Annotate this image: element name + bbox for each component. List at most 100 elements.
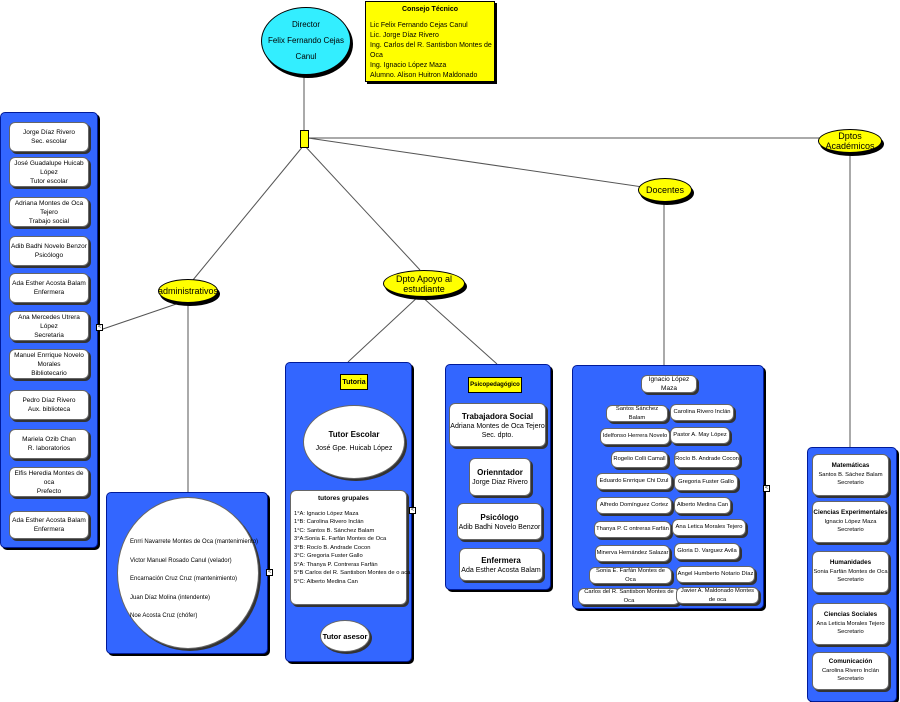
docentes-head-name: Ignacio López Maza bbox=[648, 376, 690, 392]
psico-card-title: Psicólogo bbox=[480, 512, 519, 522]
consejo-tecnico-box[interactable]: Consejo Técnico Lic Felix Fernando Cejas… bbox=[365, 1, 495, 82]
docente-name: Carlos del R. Santisbon Montes de Oca bbox=[584, 588, 674, 604]
docente-card[interactable]: Carlos del R. Santisbon Montes de Oca bbox=[578, 588, 680, 605]
tutores-grupales-card[interactable]: tutores grupales 1°A: Ignacio López Maza… bbox=[290, 490, 410, 605]
tutor-asesor-label: Tutor asesor bbox=[322, 631, 368, 641]
docente-card[interactable]: Alberto Medina Can bbox=[674, 497, 731, 514]
consejo-member: Lic. Jorge Díaz Rivero bbox=[370, 32, 439, 39]
tutor-grupal-item: 1°C: Santos B. Sánchez Balam bbox=[294, 527, 375, 534]
tutor-grupal-item: 3°A:Sonia E. Farfán Montes de Oca bbox=[294, 536, 387, 542]
academico-role: Secretario bbox=[837, 527, 864, 534]
docente-name: Carolina Rivero Inclán bbox=[673, 409, 731, 415]
node-dptos-academicos[interactable]: Dptos Académicos bbox=[818, 129, 882, 153]
academico-name: Ana Leticia Morales Tejero bbox=[816, 620, 885, 627]
psico-card-line: Adib Badhi Novelo Benzor bbox=[458, 523, 541, 531]
tutor-grupal-item: 5°A: Thanya P. Contreras Farfán bbox=[294, 561, 378, 568]
admin-card-name: Manuel Enrrique Novelo Morales bbox=[14, 351, 84, 368]
docente-name: Eduardo Enrrique Chi Dzul bbox=[599, 478, 669, 484]
docente-card[interactable]: Gloria D. Varguez Avila bbox=[674, 543, 740, 560]
docente-card[interactable]: Javier A. Maldonado Montes de oca bbox=[676, 587, 759, 604]
junction-marker bbox=[300, 130, 309, 148]
academico-name: Santos B. Sáchez Balam bbox=[818, 471, 883, 478]
consejo-member: Ing. Ignacio López Maza bbox=[370, 62, 447, 69]
director-title: Director bbox=[291, 20, 320, 29]
consejo-member: Ing. Carlos del R. Santisbon Montes de O… bbox=[370, 42, 492, 59]
tutor-escolar-name: José Gpe. Huicab López bbox=[315, 445, 393, 452]
docente-card[interactable]: Alfredo Domínguez Cortez bbox=[596, 497, 672, 514]
tutor-grupal-item: 3°B: Rocío B. Andrade Cocon bbox=[294, 544, 371, 551]
academico-title: Ciencias Sociales bbox=[823, 611, 878, 619]
tutor-asesor-card[interactable]: Tutor asesor bbox=[320, 620, 370, 652]
tutor-escolar-card[interactable]: Tutor Escolar José Gpe. Huicab López bbox=[303, 405, 405, 479]
tutoria-label: Tutoria bbox=[340, 374, 368, 390]
admin-card-name: Ada Esther Acosta Balam bbox=[12, 280, 86, 287]
admin-card-name: Adib Badhi Novelo Benzor bbox=[11, 243, 87, 250]
docente-card[interactable]: Santos Sánchez Balam bbox=[606, 405, 668, 422]
tutor-grupal-item: 1°A: Ignacio López Maza bbox=[294, 510, 359, 517]
support-staff-circle: Enrri Navarrete Montes de Oca (mantenimi… bbox=[117, 497, 259, 649]
admin-card-name: Ada Esther Acosta Balam bbox=[12, 517, 86, 524]
docente-card[interactable]: Eduardo Enrrique Chi Dzul bbox=[596, 473, 672, 490]
academico-name: Ignacio López Maza bbox=[824, 518, 877, 525]
docente-card[interactable]: Carolina Rivero Inclán bbox=[670, 404, 734, 421]
docentes-head-card[interactable]: Ignacio López Maza bbox=[641, 375, 697, 393]
collapse-icon[interactable]: < bbox=[96, 324, 103, 331]
docente-card[interactable]: Pastor A. May López bbox=[670, 427, 730, 444]
docente-name: Ana Letica Morales Tejero bbox=[675, 524, 743, 530]
support-staff-item: Victor Manuel Rosado Canul (velador) bbox=[130, 557, 232, 564]
academico-role: Secretario bbox=[837, 676, 864, 683]
docente-card[interactable]: Rocío B. Andrade Cocon bbox=[674, 451, 740, 468]
node-apoyo-estudiante[interactable]: Dpto Apoyo al estudiante bbox=[383, 270, 465, 297]
docente-card[interactable]: Minerva Hernández Salazar bbox=[595, 545, 670, 562]
psico-card-title: Orienntador bbox=[477, 468, 523, 477]
docente-name: Gregoria Fuster Gallo bbox=[678, 479, 734, 485]
academico-role: Secretario bbox=[837, 577, 864, 584]
docente-card[interactable]: Thanya P. C ontreras Farfán bbox=[594, 521, 671, 538]
docente-card[interactable]: Angel Humberto Notario Díaz bbox=[676, 566, 755, 583]
admin-card-role: R. laboratorios bbox=[27, 445, 71, 452]
admin-card-role: Tutor escolar bbox=[30, 177, 68, 185]
docente-name: Angel Humberto Notario Díaz bbox=[677, 571, 754, 577]
docente-card[interactable]: Sonia E. Farfán Montes de Oca bbox=[589, 567, 672, 584]
docente-card[interactable]: Ana Letica Morales Tejero bbox=[672, 519, 746, 536]
psico-card-line: Jorge Diaz Rivero bbox=[472, 479, 528, 486]
node-docentes[interactable]: Docentes bbox=[638, 178, 692, 202]
collapse-icon[interactable]: < bbox=[763, 485, 770, 492]
admin-card-role: Prefecto bbox=[36, 487, 62, 495]
node-administrativos[interactable]: administrativos bbox=[158, 279, 218, 303]
docente-card[interactable]: Gregoria Fuster Gallo bbox=[674, 474, 738, 491]
director-node[interactable]: Director Felix Fernando Cejas Canul bbox=[261, 7, 351, 75]
admin-card-name: Jorge Díaz Rivero bbox=[22, 129, 76, 136]
academico-role: Secretario bbox=[837, 629, 864, 636]
admin-card-name: Elfis Heredia Montes de oca bbox=[14, 469, 84, 486]
academico-name: Sonia Farfán Montes de Oca bbox=[813, 568, 888, 575]
tutores-grupales-title: tutores grupales bbox=[318, 495, 369, 502]
psico-card-title: Enfermera bbox=[481, 555, 521, 565]
collapse-icon[interactable]: < bbox=[409, 507, 416, 514]
admin-card-role: Bibliotecario bbox=[31, 369, 67, 377]
docente-card[interactable]: Idelfonso Herrera Novelo bbox=[600, 428, 670, 445]
collapse-icon[interactable]: < bbox=[266, 569, 273, 576]
docente-card[interactable]: Rogelio Colli Camall bbox=[611, 451, 668, 468]
